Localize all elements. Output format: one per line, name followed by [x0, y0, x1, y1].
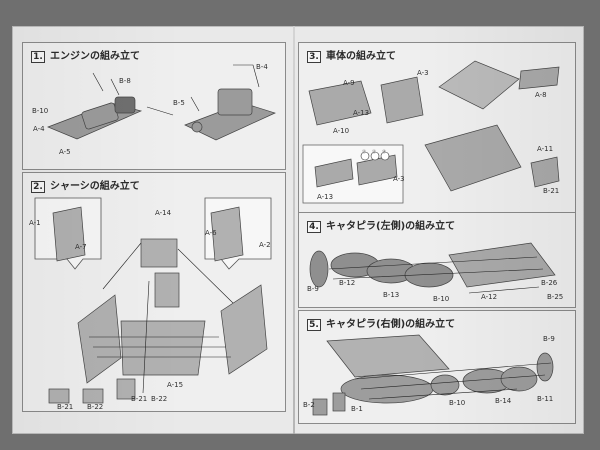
engine-parts-drawing: [47, 64, 276, 141]
section-1-engine: 1.エンジンの組み立て B-8 B-10 A-4 A-5 B-5 B-4: [22, 42, 286, 170]
section-5-title: 5.キャタピラ(右側)の組み立て: [307, 315, 455, 331]
body-parts-drawing: [302, 60, 560, 204]
instruction-sheet: 1.エンジンの組み立て B-8 B-10 A-4 A-5 B-5 B-4 2.シ…: [12, 26, 584, 434]
section-1-title: 1.エンジンの組み立て: [31, 47, 140, 63]
right-track-drawing: [312, 334, 554, 416]
section-2-chassis: 2.シャーシの組み立て A-1 A-7 A-14 A-6: [22, 172, 286, 412]
section-2-title: 2.シャーシの組み立て: [31, 177, 140, 193]
left-track-drawing: [309, 242, 556, 294]
section-4-left-track: 4.キャタピラ(左側)の組み立て B-9 B-12 B-13 B-10 A-12…: [298, 212, 576, 308]
section-3-body: 3.車体の組み立て A-9 A-13 A-10 A-3 A-8 A-11 B-2…: [298, 42, 576, 216]
section-5-right-track: 5.キャタピラ(右側)の組み立て B-9 B-2 B-1 B-10 B-14 B…: [298, 310, 576, 424]
section-3-title: 3.車体の組み立て: [307, 47, 396, 63]
chassis-parts-drawing: [34, 197, 272, 404]
page-fold: [293, 26, 295, 434]
section-4-title: 4.キャタピラ(左側)の組み立て: [307, 217, 455, 233]
